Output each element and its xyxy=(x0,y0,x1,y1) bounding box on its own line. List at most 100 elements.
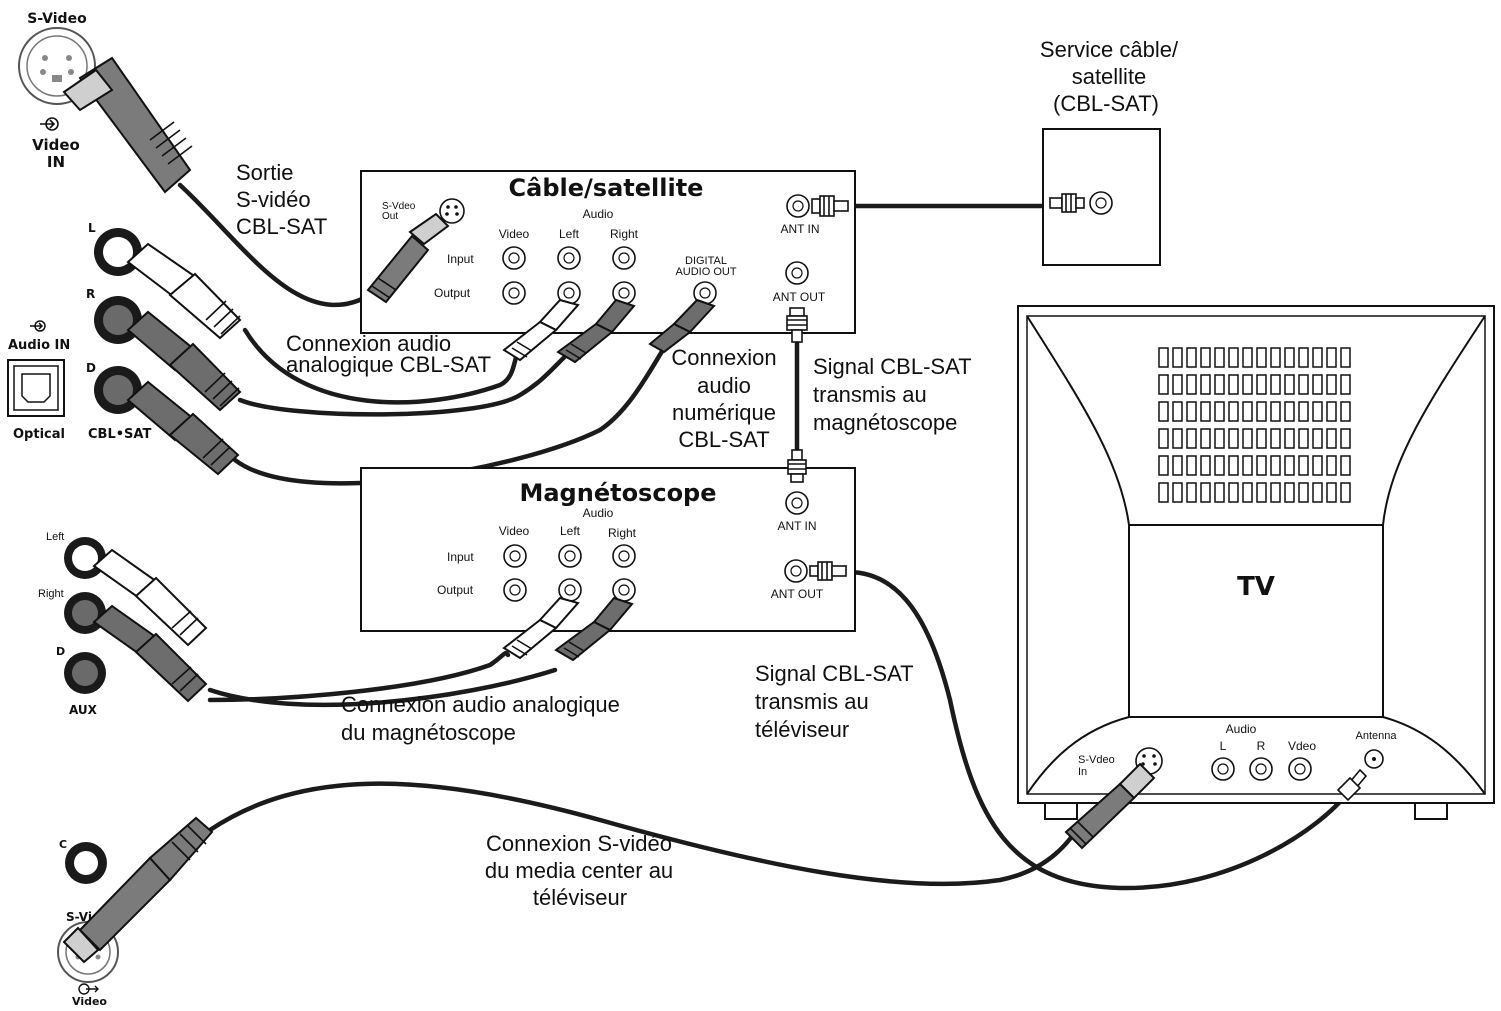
ant-cable-to-tv xyxy=(845,569,1353,891)
cbl-digital-2: AUDIO OUT xyxy=(675,266,736,278)
audio-cable-vcr-left xyxy=(207,650,511,703)
media-center-audio-panel: L R D CBL•SAT xyxy=(7,221,242,476)
vcr-audio-header: Audio xyxy=(583,506,614,520)
cbl-input-row: Input xyxy=(447,252,474,266)
port-cblsat-label: CBL•SAT xyxy=(88,427,151,442)
caption-digital-1: Connexion xyxy=(671,345,776,370)
vent-slot xyxy=(1228,374,1239,395)
vent-slot xyxy=(1284,401,1295,422)
tv-rca-jacks xyxy=(1211,757,1312,781)
vent-slot xyxy=(1242,428,1253,449)
vent-slot xyxy=(1284,428,1295,449)
media-center-aux-panel: Left Right D AUX xyxy=(38,531,208,717)
vcr-left-col: Left xyxy=(560,524,581,538)
vent-slot xyxy=(1242,482,1253,503)
vent-slot xyxy=(1158,347,1169,368)
vent-slot xyxy=(1172,482,1183,503)
vent-slot xyxy=(1228,347,1239,368)
media-center-svideo-out: C S-Vid Video xyxy=(57,816,214,1008)
vent-slot xyxy=(1186,347,1197,368)
cbl-audio-plug-dark xyxy=(556,298,636,364)
aux-left-label: Left xyxy=(46,531,64,543)
vent-slot xyxy=(1326,482,1337,503)
port-r-label: R xyxy=(86,287,95,301)
cbl-audio-header: Audio xyxy=(583,207,614,221)
vent-slot xyxy=(1172,347,1183,368)
vent-slot xyxy=(1340,455,1351,476)
vent-slot xyxy=(1284,482,1295,503)
vent-slot xyxy=(1200,455,1211,476)
vent-slot xyxy=(1312,347,1323,368)
caption-analog-vcr-2: du magnétoscope xyxy=(341,720,516,745)
vent-slot xyxy=(1312,455,1323,476)
vent-slot xyxy=(1312,428,1323,449)
vent-slot xyxy=(1228,428,1239,449)
cbl-digital-1: DIGITAL xyxy=(685,255,727,267)
caption-digital-4: CBL-SAT xyxy=(678,427,769,452)
vent-slot xyxy=(1172,428,1183,449)
television: TV S-Vdeo In Audio L R Vdeo Antenna xyxy=(1017,305,1495,850)
tv-audio-label: Audio xyxy=(1226,722,1257,736)
vent-slot xyxy=(1242,455,1253,476)
vent-slot xyxy=(1242,347,1253,368)
vent-slot xyxy=(1256,374,1267,395)
vent-slot xyxy=(1200,347,1211,368)
vent-slot xyxy=(1228,401,1239,422)
caption-signal-vcr-3: magnétoscope xyxy=(813,410,957,435)
vent-slot xyxy=(1186,428,1197,449)
media-center-svideo-in: S-Video Video IN xyxy=(18,11,193,194)
vent-slot xyxy=(1172,401,1183,422)
audio-cable-cbl-right xyxy=(237,347,575,417)
audio-in-label: Audio IN xyxy=(8,338,70,353)
vent-slot xyxy=(1228,482,1239,503)
vent-slot xyxy=(1270,455,1281,476)
vent-slot xyxy=(1186,401,1197,422)
vent-slot xyxy=(1340,374,1351,395)
vent-slot xyxy=(1298,455,1309,476)
svideo-plug-bottom xyxy=(62,816,214,964)
vcr-box: Magnétoscope Audio Video Left Right Inpu… xyxy=(360,449,856,662)
service-label-3: (CBL-SAT) xyxy=(1053,91,1159,116)
vent-slot xyxy=(1158,455,1169,476)
vent-slot xyxy=(1200,482,1211,503)
tv-svideo-label-1: S-Vdeo xyxy=(1078,754,1115,766)
cbl-ant-in-label: ANT IN xyxy=(780,222,819,236)
cbl-audio-plug-white xyxy=(502,298,580,362)
cbl-rca-jacks xyxy=(502,246,717,305)
vent-slot xyxy=(1214,401,1225,422)
coax-plug-cbl-out xyxy=(786,307,808,343)
aux-right-label: Right xyxy=(38,588,64,600)
vent-slot xyxy=(1256,428,1267,449)
rca-plug-white-l xyxy=(126,242,242,340)
vent-slot xyxy=(1214,347,1225,368)
aux-label: AUX xyxy=(69,703,98,717)
vent-slot xyxy=(1158,428,1169,449)
svideo-cable-cbl xyxy=(177,182,373,308)
tv-svideo-plug xyxy=(1064,762,1156,850)
cbl-video-col: Video xyxy=(499,227,530,241)
vent-slot xyxy=(1298,482,1309,503)
caption-digital-3: numérique xyxy=(672,400,776,425)
video-in-label-1: Video xyxy=(32,136,80,154)
tv-antenna-label: Antenna xyxy=(1356,730,1398,742)
svideo-plug-top xyxy=(62,56,193,194)
vent-slot xyxy=(1312,401,1323,422)
svideo-jack-inner xyxy=(26,35,88,97)
vcr-right-col: Right xyxy=(608,526,637,540)
tv-antenna-plug xyxy=(1336,768,1368,802)
vent-slot xyxy=(1298,401,1309,422)
vent-slot xyxy=(1214,455,1225,476)
vent-slot xyxy=(1326,401,1337,422)
caption-svideo-out-1: Sortie xyxy=(236,160,293,185)
vent-slot xyxy=(1284,455,1295,476)
rca-plug-dark-d xyxy=(126,380,240,476)
vent-slot xyxy=(1172,455,1183,476)
vcr-rca-jacks xyxy=(503,544,636,602)
vent-slot xyxy=(1270,347,1281,368)
vent-slot xyxy=(1270,374,1281,395)
tv-video-label: Vdeo xyxy=(1288,739,1316,753)
cbl-svideo-out-2: Out xyxy=(382,211,398,222)
aux-plug-white xyxy=(92,548,208,647)
vent-slot xyxy=(1270,482,1281,503)
tv-r-label: R xyxy=(1257,739,1266,753)
